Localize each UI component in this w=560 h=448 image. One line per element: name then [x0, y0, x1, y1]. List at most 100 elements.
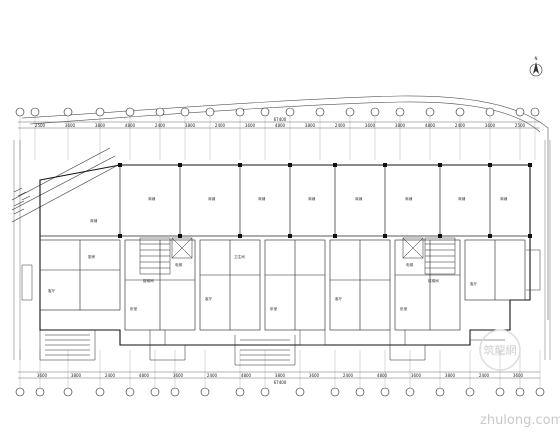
north-arrow: N: [529, 56, 543, 77]
column: [438, 163, 442, 167]
bottom-dimension-value: 4800: [241, 373, 252, 378]
bottom-dimension-value: 2400: [207, 373, 218, 378]
label-shop-8: 商铺: [458, 196, 466, 201]
site-boundary: [21, 95, 549, 320]
axis-bubble-bottom: [35, 387, 45, 397]
structural-columns: [118, 163, 532, 238]
column: [488, 234, 492, 238]
axis-bubble-bottom: [465, 387, 475, 397]
column: [383, 234, 387, 238]
axis-bubble-top: [395, 107, 405, 117]
axis-bubble-bottom: [200, 387, 210, 397]
top-dimension-value: 2500: [35, 123, 46, 128]
bottom-dimension-value: 3800: [275, 373, 286, 378]
label-bedroom-2: 卧室: [270, 306, 278, 311]
bottom-dimension-value: 3600: [173, 373, 184, 378]
axis-bubble-top: [63, 107, 73, 117]
label-shop-3: 商铺: [208, 196, 216, 201]
column: [488, 163, 492, 167]
watermark: 筑龍網 zhulong.com: [479, 329, 560, 428]
label-living-3: 客厅: [335, 296, 343, 301]
bottom-dimension-values: 3600 3800 2400 4800 3600 2400 4800 3800 3600 2400…: [37, 373, 524, 378]
top-dimension-value: 3800: [395, 123, 406, 128]
axis-bubble-bottom: [535, 387, 545, 397]
label-elevator-1: 电梯: [175, 262, 183, 267]
top-dimension-value: 4800: [275, 123, 286, 128]
axis-bubble-bottom: [495, 387, 505, 397]
top-dimension-value: 2400: [455, 123, 466, 128]
axis-bubble-bottom: [380, 387, 390, 397]
top-dimension-value: 4800: [425, 123, 436, 128]
balcony-rails: [21, 249, 541, 346]
label-shop-5: 商铺: [308, 196, 316, 201]
axis-bubble-bottom: [435, 387, 445, 397]
top-dimension-lines: [18, 121, 540, 129]
axis-bubble-top: [515, 107, 525, 117]
room-labels: 商铺 商铺 商铺 商铺 商铺 商铺 商铺 商铺 商铺 客厅 客厅 客厅 客厅 卧…: [48, 196, 508, 311]
axis-bubble-bottom: [95, 387, 105, 397]
label-elevator-2: 电梯: [406, 262, 414, 267]
axis-bubble-top: [285, 107, 295, 117]
axis-bubble-bottom: [260, 387, 270, 397]
label-bedroom-1: 卧室: [130, 306, 138, 311]
bottom-dimension-value: 2400: [479, 373, 490, 378]
bottom-dimension-value: 4800: [139, 373, 150, 378]
axis-bubble-top: [370, 107, 380, 117]
column: [333, 234, 337, 238]
label-shop-4: 商铺: [258, 196, 266, 201]
label-living-2: 客厅: [205, 296, 213, 301]
label-shop-2: 商铺: [148, 196, 156, 201]
axis-bubble-top: [455, 107, 465, 117]
axis-bubble-top: [425, 107, 435, 117]
bottom-dimension-value: 2400: [105, 373, 116, 378]
bottom-total-dimension: 67400: [274, 380, 287, 385]
bottom-dimension-value: 4800: [377, 373, 388, 378]
entry-steps: [39, 330, 426, 366]
bottom-dimension-value: 3600: [411, 373, 422, 378]
column: [238, 234, 242, 238]
bottom-dimension-value: 2400: [343, 373, 354, 378]
label-bedroom-3: 卧室: [400, 306, 408, 311]
residential-units: [39, 239, 526, 331]
label-shop-1: 商铺: [90, 218, 98, 223]
top-dimension-value: 3600: [365, 123, 376, 128]
label-stair-2: 楼梯间: [428, 278, 439, 283]
axis-bubble-top: [345, 107, 355, 117]
column: [438, 234, 442, 238]
top-dimension-value: 3800: [95, 123, 106, 128]
axis-bubble-bottom: [170, 387, 180, 397]
axis-bubble-top: [155, 107, 165, 117]
column: [178, 234, 182, 238]
top-total-dimension: 67400: [274, 117, 287, 122]
axis-bubble-bottom: [235, 387, 245, 397]
axis-bubble-top: [235, 107, 245, 117]
north-label: N: [535, 56, 538, 61]
column: [383, 163, 387, 167]
top-dimension-value: 3600: [485, 123, 496, 128]
label-shop-7: 商铺: [405, 196, 413, 201]
watermark-logo: 筑龍網: [484, 343, 517, 357]
column: [178, 163, 182, 167]
building-outline: [39, 164, 531, 346]
axis-bubble-bottom: [405, 387, 415, 397]
bottom-dimension-value: 3800: [445, 373, 456, 378]
label-living-4: 客厅: [470, 281, 478, 286]
axis-bubble-top: [530, 107, 540, 117]
axis-bubble-bottom: [125, 387, 135, 397]
diagonal-entry-ramp: [11, 147, 121, 223]
axis-bubble-top: [315, 107, 325, 117]
axis-bubble-top: [15, 107, 25, 117]
axis-bubble-top: [485, 107, 495, 117]
axis-bubble-bottom: [150, 387, 160, 397]
left-dimension-lines: [13, 140, 551, 360]
bottom-dimension-value: 3600: [37, 373, 48, 378]
axis-bubble-top: [30, 107, 40, 117]
top-dimension-value: 3600: [245, 123, 256, 128]
top-dimension-value: 3800: [305, 123, 316, 128]
axis-bubble-bottom: [295, 387, 305, 397]
top-dimension-value: 3600: [65, 123, 76, 128]
bottom-dimension-value: 3600: [309, 373, 320, 378]
column: [333, 163, 337, 167]
